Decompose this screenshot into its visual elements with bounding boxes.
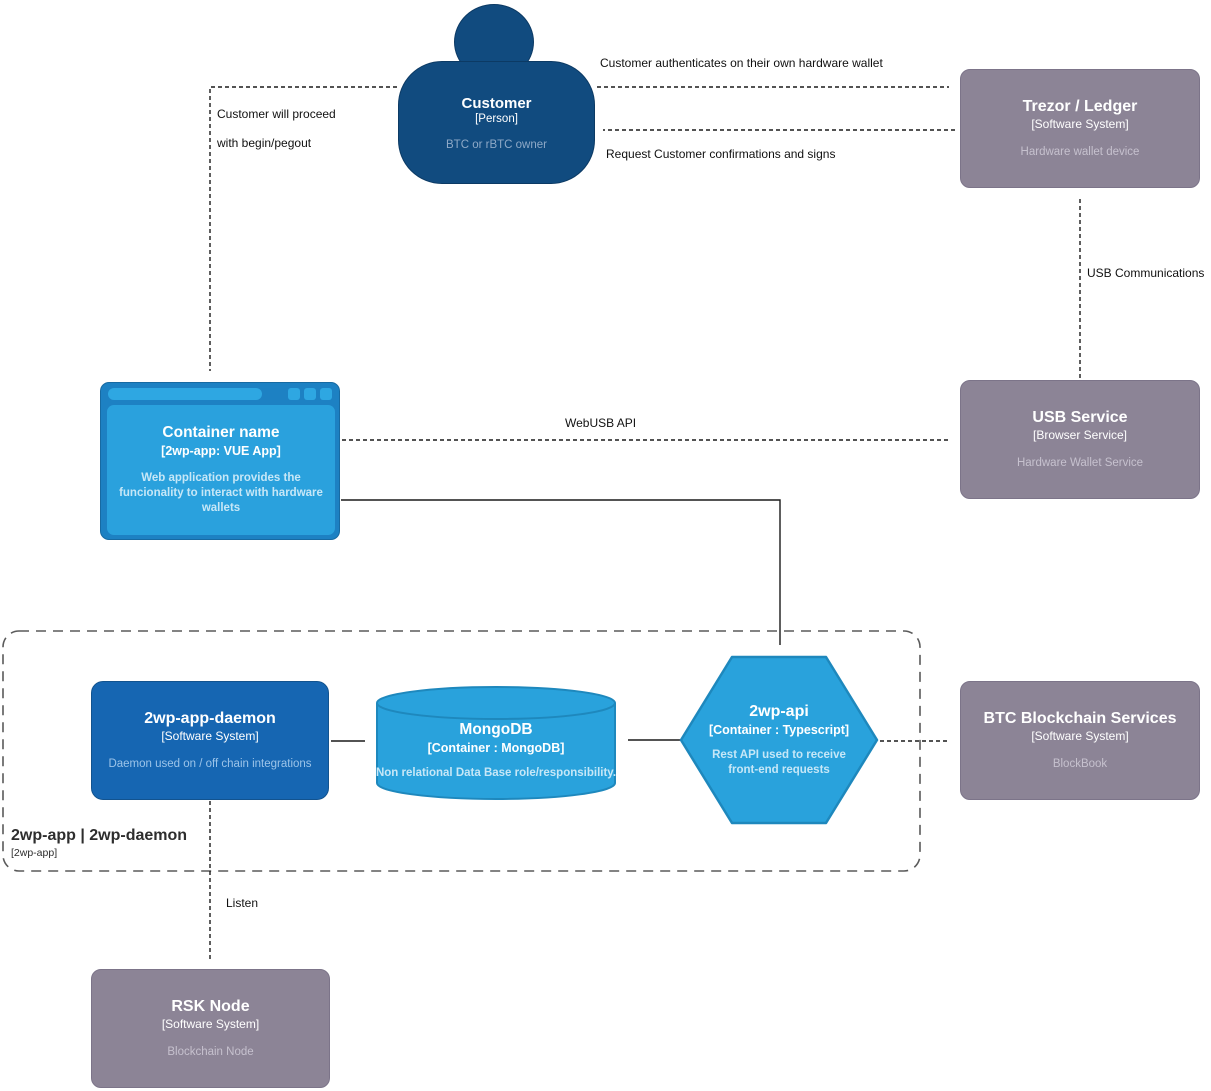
person-body: Customer [Person] BTC or rBTC owner <box>398 61 595 184</box>
node-title: Container name <box>162 424 280 442</box>
node-description: Web application provides the funcionalit… <box>119 472 323 514</box>
browser-content: Container name [2wp-app: VUE App] Web ap… <box>107 405 335 535</box>
node-description: Rest API used to receive front-end reque… <box>712 748 846 776</box>
node-title: MongoDB <box>459 721 533 738</box>
node-title: 2wp-api <box>749 702 809 720</box>
edge-label-listen: Listen <box>226 896 259 910</box>
node-title: Customer <box>461 94 532 112</box>
edge-label-webusb: WebUSB API <box>565 416 637 430</box>
node-subtitle: [Software System] <box>1031 729 1129 744</box>
node-description: BlockBook <box>1052 757 1108 770</box>
node-description: BTC or rBTC owner <box>446 138 547 151</box>
node-description: Non relational Data Base role/responsibi… <box>375 767 617 779</box>
browser-button-icon <box>288 388 300 400</box>
node-btc-blockchain-services[interactable]: BTC Blockchain Services [Software System… <box>960 681 1200 800</box>
node-subtitle: [Browser Service] <box>1032 428 1128 443</box>
node-subtitle: [Software System] <box>1031 117 1129 132</box>
node-title: Trezor / Ledger <box>1022 97 1138 115</box>
boundary-subtitle: [2wp-app] <box>11 847 58 859</box>
node-customer[interactable]: Customer [Person] BTC or rBTC owner <box>398 4 595 189</box>
node-subtitle: [2wp-app: VUE App] <box>161 444 281 459</box>
node-title: USB Service <box>1032 408 1128 426</box>
node-mongodb[interactable]: MongoDB [Container : MongoDB] Non relati… <box>375 686 617 800</box>
node-description: Blockchain Node <box>167 1045 254 1058</box>
node-title: RSK Node <box>171 997 250 1015</box>
node-subtitle: [Software System] <box>161 1017 260 1032</box>
node-trezor-ledger[interactable]: Trezor / Ledger [Software System] Hardwa… <box>960 69 1200 188</box>
node-title: BTC Blockchain Services <box>983 709 1177 727</box>
node-description: Hardware Wallet Service <box>1016 456 1144 469</box>
boundary-2wp-app[interactable] <box>2 630 921 872</box>
browser-button-icon <box>304 388 316 400</box>
edge-customer-webapp-proceed[interactable] <box>209 86 397 371</box>
node-subtitle: [Container : Typescript] <box>708 722 850 737</box>
edge-webapp-api[interactable] <box>341 499 781 645</box>
node-title: 2wp-app-daemon <box>144 709 276 727</box>
edge-label-usb-comm: USB Communications <box>1087 266 1205 280</box>
database-cylinder-icon <box>376 686 616 800</box>
node-description: Daemon used on / off chain integrations <box>108 757 312 770</box>
node-subtitle: [Software System] <box>161 729 259 744</box>
node-2wp-api[interactable]: 2wp-api [Container : Typescript] Rest AP… <box>679 655 879 825</box>
edge-label-auth: Customer authenticates on their own hard… <box>600 56 883 70</box>
boundary-title: 2wp-app | 2wp-daemon <box>11 827 188 844</box>
edge-label-proceed-1: Customer will proceed <box>217 107 336 121</box>
edge-label-proceed-2: with begin/pegout <box>217 136 312 150</box>
node-subtitle: [Container : MongoDB] <box>427 741 565 755</box>
node-description: Hardware wallet device <box>1020 145 1140 158</box>
node-rsk-node[interactable]: RSK Node [Software System] Blockchain No… <box>91 969 330 1088</box>
node-2wp-app-webapp[interactable]: Container name [2wp-app: VUE App] Web ap… <box>100 382 340 540</box>
node-subtitle: [Person] <box>475 112 518 125</box>
browser-button-icon <box>320 388 332 400</box>
hexagon-icon <box>679 655 879 825</box>
node-usb-service[interactable]: USB Service [Browser Service] Hardware W… <box>960 380 1200 499</box>
edge-label-confirm: Request Customer confirmations and signs <box>606 147 836 161</box>
node-2wp-app-daemon[interactable]: 2wp-app-daemon [Software System] Daemon … <box>91 681 329 800</box>
browser-titlebar <box>101 383 339 405</box>
browser-addressbar <box>108 388 262 400</box>
